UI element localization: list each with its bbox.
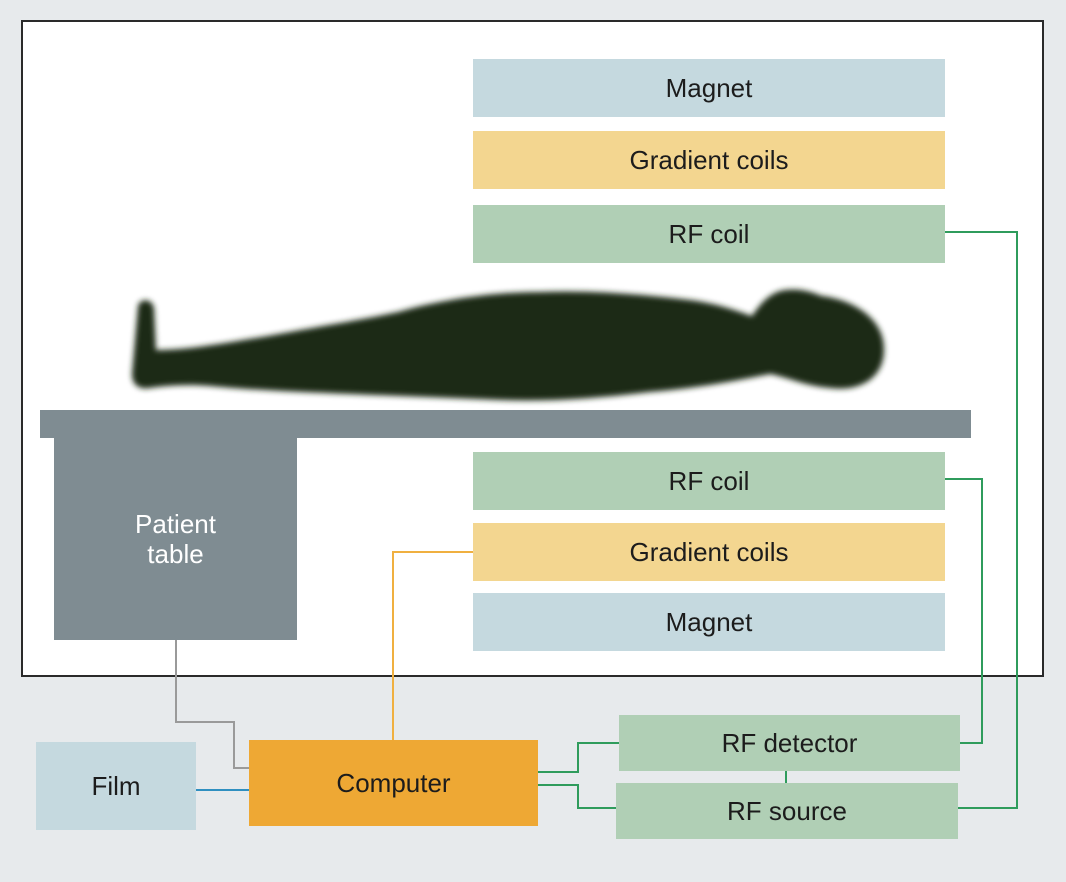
film-label: Film <box>91 770 141 801</box>
rf-detector-box: RF detector <box>619 715 960 771</box>
computer-label: Computer <box>336 767 451 798</box>
film-box: Film <box>36 742 196 830</box>
gradient-coils-top-box: Gradient coils <box>473 131 945 189</box>
rf-detector-label: RF detector <box>721 727 858 758</box>
patient-table-base: Patient table <box>54 438 297 640</box>
rf-coil-bottom-box: RF coil <box>473 452 945 510</box>
rf-coil-top-label: RF coil <box>668 218 750 249</box>
patient-table-label-line1: Patient <box>135 509 216 539</box>
magnet-top-label: Magnet <box>665 72 753 103</box>
patient-table-label-line2: table <box>147 539 204 569</box>
wire-computer-to-rf-source <box>538 784 616 809</box>
patient-table-top <box>40 410 971 438</box>
gradient-coils-bottom-label: Gradient coils <box>629 536 789 567</box>
magnet-top-box: Magnet <box>473 59 945 117</box>
rf-source-box: RF source <box>616 783 958 839</box>
rf-source-label: RF source <box>727 795 847 826</box>
rf-coil-bottom-label: RF coil <box>668 465 750 496</box>
magnet-bottom-label: Magnet <box>665 606 753 637</box>
gradient-coils-top-label: Gradient coils <box>629 144 789 175</box>
rf-coil-top-box: RF coil <box>473 205 945 263</box>
wire-computer-to-rf-detector <box>538 742 619 773</box>
magnet-bottom-box: Magnet <box>473 593 945 651</box>
computer-box: Computer <box>249 740 538 826</box>
gradient-coils-bottom-box: Gradient coils <box>473 523 945 581</box>
